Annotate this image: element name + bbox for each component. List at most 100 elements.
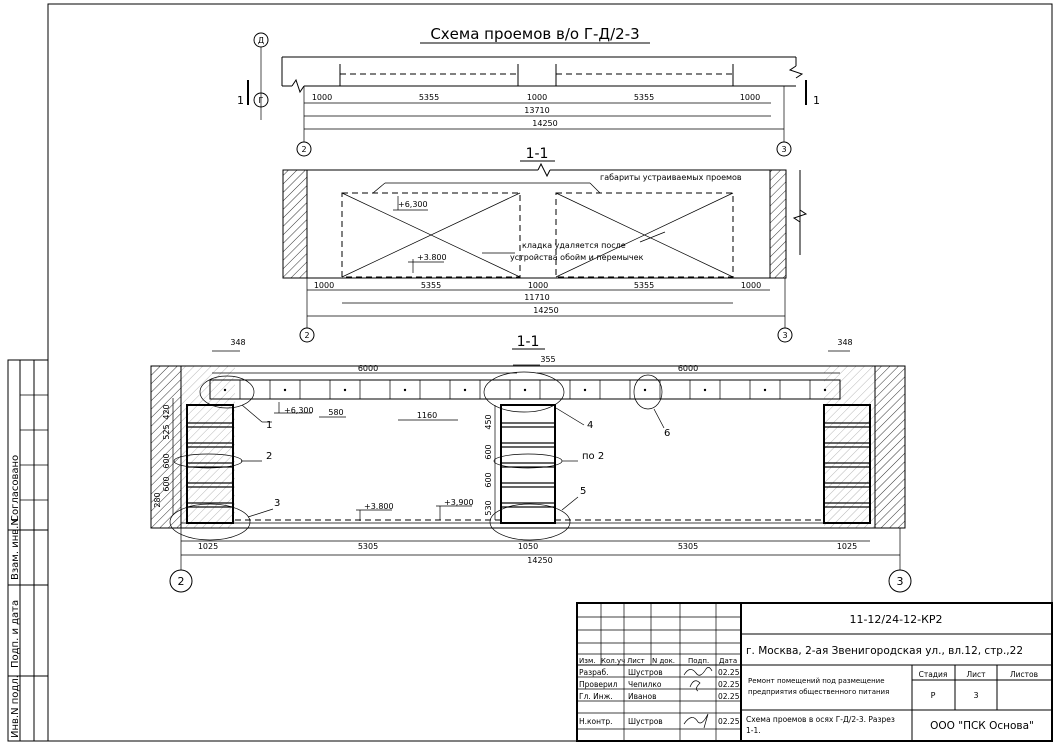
axis-d-label: Д — [258, 36, 264, 45]
bolt-dot — [763, 388, 767, 392]
a-dim-4: 5355 — [634, 281, 654, 290]
level-b-6300: +6,300 — [284, 406, 314, 415]
strip-podp: Подп. и дата — [10, 600, 21, 668]
left-vdim-3: 600 — [162, 453, 171, 468]
role-proveril: Проверил — [579, 680, 618, 689]
column-strip — [500, 422, 556, 428]
date-nkontr: 02.25 — [718, 717, 740, 726]
top-dim-total: 14250 — [532, 119, 557, 128]
a-dim-3: 1000 — [528, 281, 548, 290]
bolt-dot — [343, 388, 347, 392]
level-b-3900: +3,900 — [444, 498, 474, 507]
bolt-dot — [223, 388, 227, 392]
top-dim-1: 1000 — [312, 93, 332, 102]
a-axis-2: 2 — [304, 331, 309, 340]
column-bands — [186, 422, 871, 508]
column-strip — [823, 422, 871, 428]
dim-6000-left: 6000 — [358, 364, 378, 373]
level-a-top: +6,300 — [398, 200, 428, 209]
axis-g-bubble — [253, 92, 269, 108]
dim-6000-right: 6000 — [678, 364, 698, 373]
b-axis-3: 3 — [897, 575, 904, 588]
name-nkontr: Шустров — [628, 717, 663, 726]
bolt-dot — [403, 388, 407, 392]
hdr-podp: Подп. — [688, 657, 709, 665]
column-strip — [823, 502, 871, 508]
stage-value: Р — [931, 691, 936, 700]
top-dim-3: 1000 — [527, 93, 547, 102]
column-strip — [186, 442, 234, 448]
title-block: Изм. Кол.уч Лист N док. Подп. Дата Разра… — [576, 602, 1053, 742]
note-kladka-2: устройства обойм и перемычек — [510, 253, 644, 262]
b-dim-total: 14250 — [527, 556, 552, 565]
bolt-dot — [643, 388, 647, 392]
strip-vzam: Взам. инв.N — [10, 518, 21, 580]
column-strip — [186, 482, 234, 488]
sheet-header: Лист — [966, 670, 986, 679]
b-axis-2: 2 — [178, 575, 185, 588]
drawing-line-2: 1-1. — [746, 726, 761, 735]
column-strip — [186, 422, 234, 428]
page-title: Схема проемов в/о Г-Д/2-3 — [430, 25, 639, 43]
top-dim-2: 5355 — [419, 93, 439, 102]
b-dim-5: 1025 — [837, 542, 857, 551]
left-strip: Согласовано Взам. инв.N Подп. и дата Инв… — [7, 359, 49, 742]
callout-po2: по 2 — [582, 451, 604, 462]
top-axis-3: 3 — [781, 145, 786, 154]
role-razrab: Разраб. — [579, 668, 608, 677]
b-dim-2: 5305 — [358, 542, 378, 551]
hdr-ndok: N док. — [652, 657, 675, 665]
column-strip — [823, 482, 871, 488]
name-glinzh: Иванов — [628, 692, 657, 701]
cut-mark-left: 1 — [237, 94, 244, 107]
left-vdim-1: 420 — [162, 404, 171, 419]
organization: ООО "ПСК Основа" — [930, 720, 1034, 732]
date-proveril: 02.25 — [718, 680, 740, 689]
project-line-2: предприятия общественного питания — [748, 688, 889, 696]
left-vdim-4: 600 — [162, 476, 171, 491]
a-dim-2: 5355 — [421, 281, 441, 290]
column-strip — [500, 502, 556, 508]
column-strip — [823, 462, 871, 468]
b-dim-1: 1025 — [198, 542, 218, 551]
name-razrab: Шустров — [628, 668, 663, 677]
stage-header: Стадия — [919, 670, 948, 679]
left-vdim-5: 280 — [153, 492, 162, 507]
project-line-1: Ремонт помещений под размещение — [748, 677, 885, 685]
bolt-dot — [823, 388, 827, 392]
section-a: 1-1 габариты устраиваемых проемов +6,300… — [282, 146, 808, 343]
a-dim-total: 14250 — [533, 306, 558, 315]
note-gabarity: габариты устраиваемых проемов — [600, 173, 742, 182]
note-kladka-1: кладка удаляется после — [522, 241, 626, 250]
column-strip — [186, 462, 234, 468]
callout-6: 6 — [664, 428, 670, 439]
column-strip — [500, 462, 556, 468]
b-dim-3: 1050 — [518, 542, 538, 551]
mid-vdim-2: 600 — [484, 444, 493, 459]
callout-4: 4 — [587, 420, 593, 431]
signature-marks — [683, 667, 713, 729]
dim-580: 580 — [328, 408, 343, 417]
role-nkontr: Н.контр. — [579, 717, 613, 726]
callout-1: 1 — [266, 420, 272, 431]
doc-code: 11-12/24-12-КР2 — [849, 613, 942, 626]
dim-348-right: 348 — [837, 338, 852, 347]
mid-vdim-3: 600 — [484, 472, 493, 487]
sheets-header: Листов — [1010, 670, 1038, 679]
section-b: 1-1 1 2 3 4 по 2 5 — [150, 334, 912, 593]
top-axis-2: 2 — [301, 145, 306, 154]
bolt-dot — [463, 388, 467, 392]
column-strip — [500, 442, 556, 448]
date-glinzh: 02.25 — [718, 692, 740, 701]
top-dim-inner: 13710 — [524, 106, 549, 115]
dim-355: 355 — [540, 355, 555, 364]
level-b-3800: +3.800 — [364, 502, 394, 511]
beam-plates — [209, 380, 841, 399]
mid-vdim-4: 530 — [484, 500, 493, 515]
a-dim-1: 1000 — [314, 281, 334, 290]
level-a-bottom: +3.800 — [417, 253, 447, 262]
mid-vdim-1: 450 — [484, 414, 493, 429]
dim-1160: 1160 — [417, 411, 437, 420]
bolt-dot — [703, 388, 707, 392]
left-vdim-2: 525 — [162, 424, 171, 439]
